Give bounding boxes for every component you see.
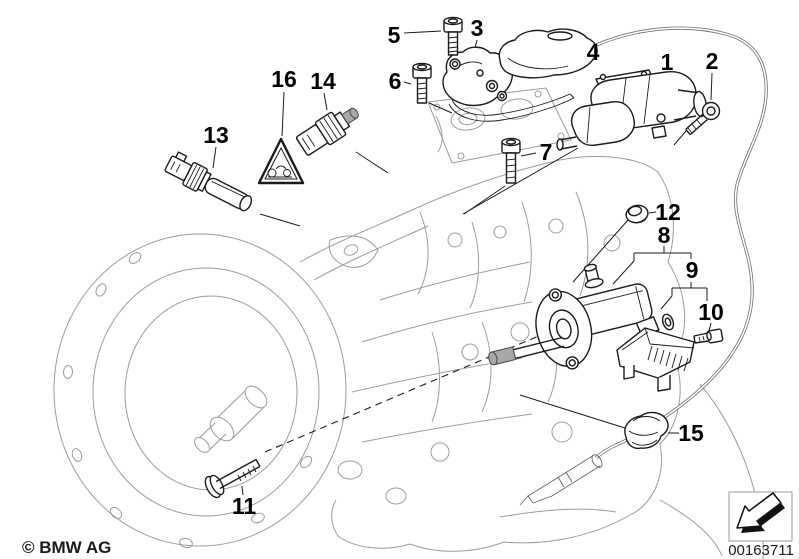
part-drawing-bolt-6 bbox=[412, 62, 432, 104]
part-drawing-bolt-5 bbox=[443, 16, 463, 56]
bracket-8 bbox=[612, 246, 692, 285]
gearbox-case bbox=[299, 155, 686, 552]
install-line-2 bbox=[673, 130, 687, 146]
callout-3: 3 bbox=[471, 15, 484, 41]
part-drawing-slave-cylinder bbox=[488, 263, 660, 370]
pipe-end-fitting bbox=[519, 454, 603, 506]
callout-14: 14 bbox=[310, 68, 336, 94]
leader-13 bbox=[212, 146, 217, 169]
input-shaft bbox=[194, 385, 268, 453]
install-line-14 bbox=[355, 151, 389, 174]
leader-14 bbox=[323, 92, 328, 111]
part-drawing-master-cylinder bbox=[556, 69, 707, 151]
part-drawing-bolt-7 bbox=[501, 137, 521, 184]
part-drawing-sensor-13 bbox=[164, 151, 253, 212]
callout-5: 5 bbox=[388, 22, 401, 48]
part-drawing-reservoir bbox=[498, 28, 598, 79]
install-line-15 bbox=[519, 394, 629, 430]
part-drawing-bolt-2 bbox=[685, 101, 721, 136]
part-drawing-grommet-12 bbox=[625, 204, 649, 224]
continuation-arrow-icon bbox=[728, 491, 793, 542]
leader-2 bbox=[710, 72, 713, 101]
top-cover-plate bbox=[427, 87, 572, 164]
leader-6 bbox=[403, 81, 412, 85]
leader-10 bbox=[708, 322, 712, 332]
part-drawing-clip-15 bbox=[624, 411, 669, 450]
leader-16 bbox=[281, 91, 285, 137]
bellhousing-outline bbox=[53, 233, 347, 549]
callout-15: 15 bbox=[678, 420, 704, 446]
copyright-text: © BMW AG bbox=[22, 538, 111, 557]
callout-1: 1 bbox=[661, 49, 674, 75]
bracket-9 bbox=[660, 282, 708, 310]
part-drawing-bracket-9 bbox=[616, 313, 695, 392]
callout-2: 2 bbox=[706, 48, 719, 74]
callout-labels: 1 2 3 4 5 6 7 8 9 10 11 12 13 14 15 16 bbox=[203, 15, 724, 519]
install-line-12 bbox=[572, 219, 629, 283]
callout-10: 10 bbox=[698, 299, 724, 325]
leader-5 bbox=[403, 30, 442, 34]
callout-11: 11 bbox=[232, 493, 257, 519]
part-drawing-pressure-switch-14 bbox=[295, 107, 359, 156]
leader-12 bbox=[648, 211, 657, 214]
install-line-6 bbox=[428, 102, 453, 114]
reservoir-hose bbox=[448, 93, 575, 122]
callout-12: 12 bbox=[655, 199, 681, 225]
callout-13: 13 bbox=[203, 122, 229, 148]
part-drawing-bolt-10 bbox=[693, 328, 724, 344]
part-drawing-cover-plate bbox=[442, 46, 514, 107]
drawing-number-text: 00163711 bbox=[728, 542, 794, 559]
install-line-7 bbox=[463, 185, 506, 215]
callout-7: 7 bbox=[540, 139, 553, 165]
callout-9: 9 bbox=[686, 257, 699, 283]
warning-triangle-icon bbox=[257, 137, 305, 185]
leader-11 bbox=[241, 485, 244, 496]
callout-4: 4 bbox=[587, 39, 600, 65]
install-line-13 bbox=[259, 213, 301, 227]
callout-6: 6 bbox=[389, 68, 402, 94]
leader-7 bbox=[520, 152, 537, 157]
install-line-1 bbox=[462, 147, 579, 215]
callout-8: 8 bbox=[658, 222, 671, 248]
part-drawing-bolt-11 bbox=[204, 458, 261, 499]
callout-16: 16 bbox=[271, 66, 297, 92]
